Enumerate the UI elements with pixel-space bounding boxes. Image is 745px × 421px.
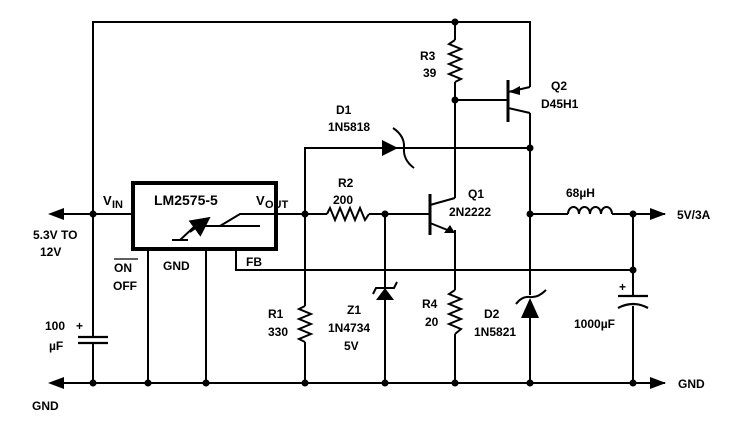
output-cap-plus: + [619,280,626,294]
q1-transistor [428,194,456,235]
d1-ref: D1 [336,103,352,117]
r3-value: 39 [423,66,437,80]
z1-ref: Z1 [347,303,361,317]
junction-dots [89,18,637,387]
input-cap-value-1: 100 [45,319,65,333]
terminal-arrows [48,208,666,389]
d1-diode [382,127,415,169]
output-capacitor [617,294,649,309]
inductor-value: 68µH [566,186,595,200]
output-voltage-label: 5V/3A [677,208,711,222]
r3-ref: R3 [420,49,436,63]
output-cap-value: 1000µF [574,317,615,331]
q2-transistor [506,80,531,122]
r2-ref: R2 [338,176,354,190]
vin-sub: IN [112,199,123,211]
regulator-ic: LM2575-5 [131,181,278,251]
wires [62,21,665,384]
inductor [567,206,613,215]
vout-label: V [256,193,265,208]
r2-value: 200 [333,193,353,207]
input-cap-value-2: µF [49,339,63,353]
q1-ref: Q1 [468,187,484,201]
q1-value: 2N2222 [449,205,491,219]
d1-value: 1N5818 [328,120,370,134]
input-capacitor [78,335,108,345]
regulator-name: LM2575-5 [154,192,218,208]
q2-ref: Q2 [551,79,567,93]
r1-resistor [296,305,314,343]
r4-resistor [446,289,464,335]
off-pin-label: OFF [113,279,137,293]
output-gnd-label: GND [678,377,705,391]
r4-ref: R4 [422,297,438,311]
d2-ref: D2 [484,307,500,321]
z1-zener [372,281,398,300]
r4-value: 20 [425,315,439,329]
vin-label: V [103,193,112,208]
input-voltage-label-2: 12V [40,245,61,259]
input-cap-plus: + [76,319,83,333]
d2-value: 1N5821 [474,325,516,339]
vout-sub: OUT [265,199,289,211]
q2-value: D45H1 [541,97,579,111]
on-pin-label: ON [114,261,132,275]
d2-diode [515,289,547,318]
fb-pin-label: FB [246,255,262,269]
z1-value: 1N4734 [328,321,370,335]
r1-value: 330 [268,325,288,339]
gnd-pin-label: GND [163,259,190,273]
input-voltage-label-1: 5.3V TO [33,228,77,242]
input-gnd-label: GND [32,399,59,413]
r2-resistor [326,205,370,223]
r3-resistor [446,39,464,83]
z1-voltage: 5V [344,339,359,353]
r1-ref: R1 [268,307,284,321]
